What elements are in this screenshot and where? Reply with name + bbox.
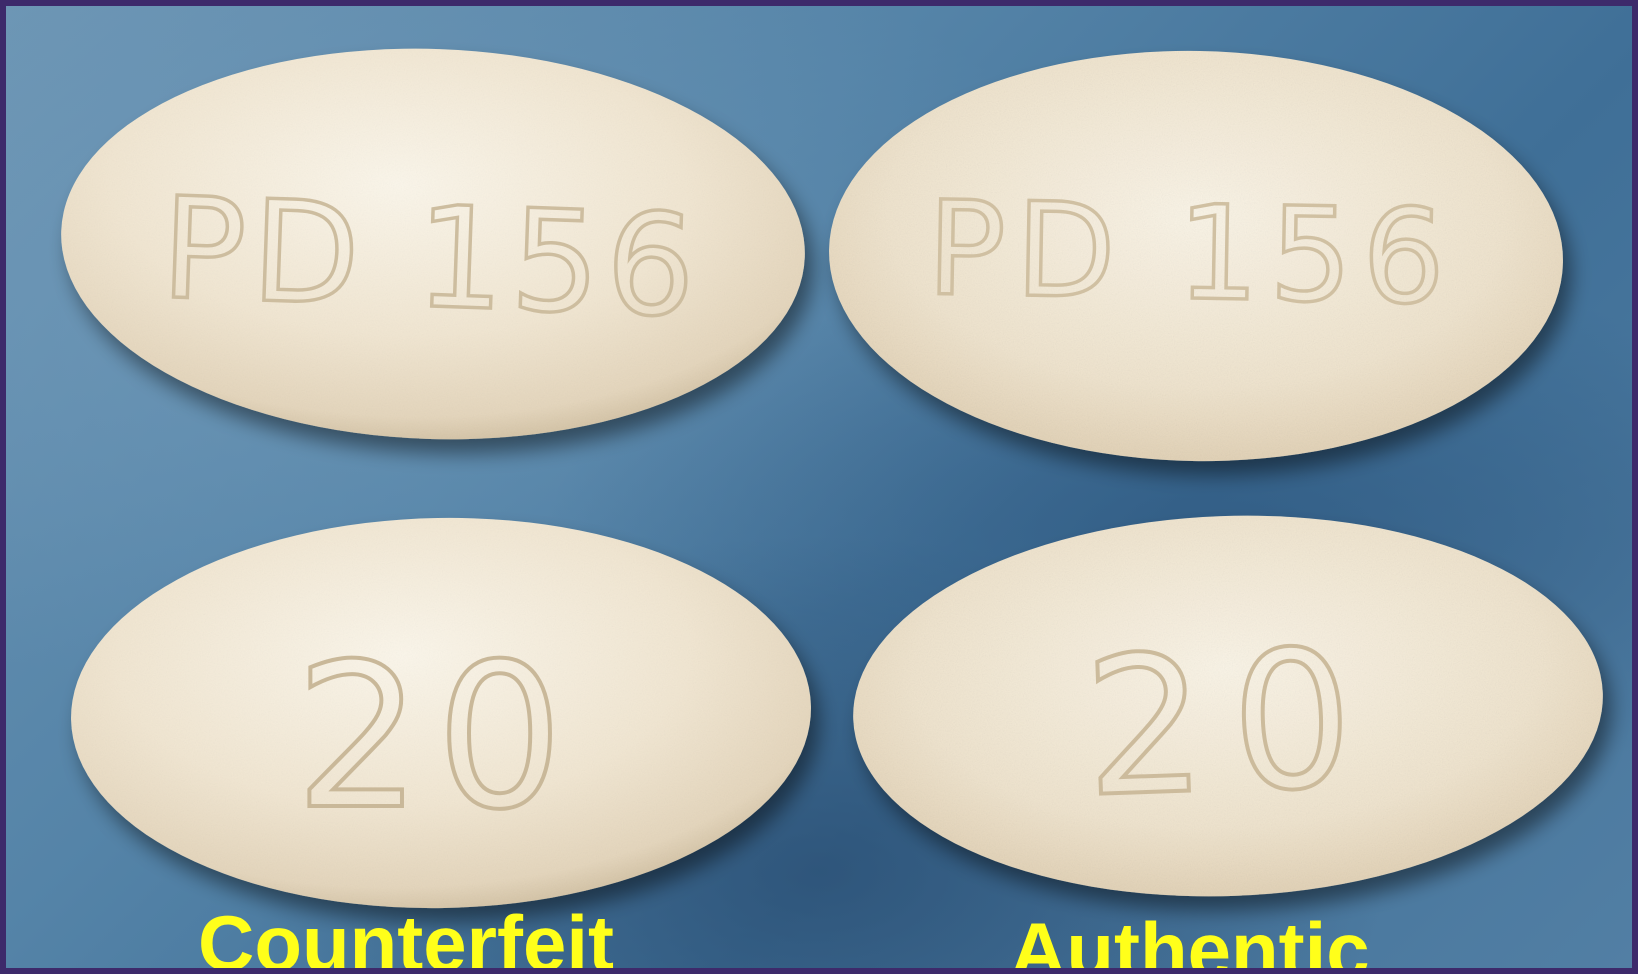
- label-authentic: Authentic: [1010, 906, 1370, 974]
- imprint-authentic-top: PD 156: [926, 172, 1457, 333]
- tablet-authentic-top: [829, 50, 1563, 462]
- tablet-counterfeit-top: [61, 48, 805, 440]
- tablet-authentic-bottom: [853, 515, 1603, 897]
- tablet-photo: PD 156 PD 156 20 20: [61, 48, 1603, 909]
- imprint-counterfeit-bottom: 20: [295, 621, 578, 854]
- imprint-counterfeit-top: PD 156: [159, 168, 704, 350]
- label-counterfeit: Counterfeit: [198, 899, 614, 974]
- imprint-authentic-bottom: 20: [1081, 608, 1382, 839]
- tablet-counterfeit-bottom: [71, 517, 811, 909]
